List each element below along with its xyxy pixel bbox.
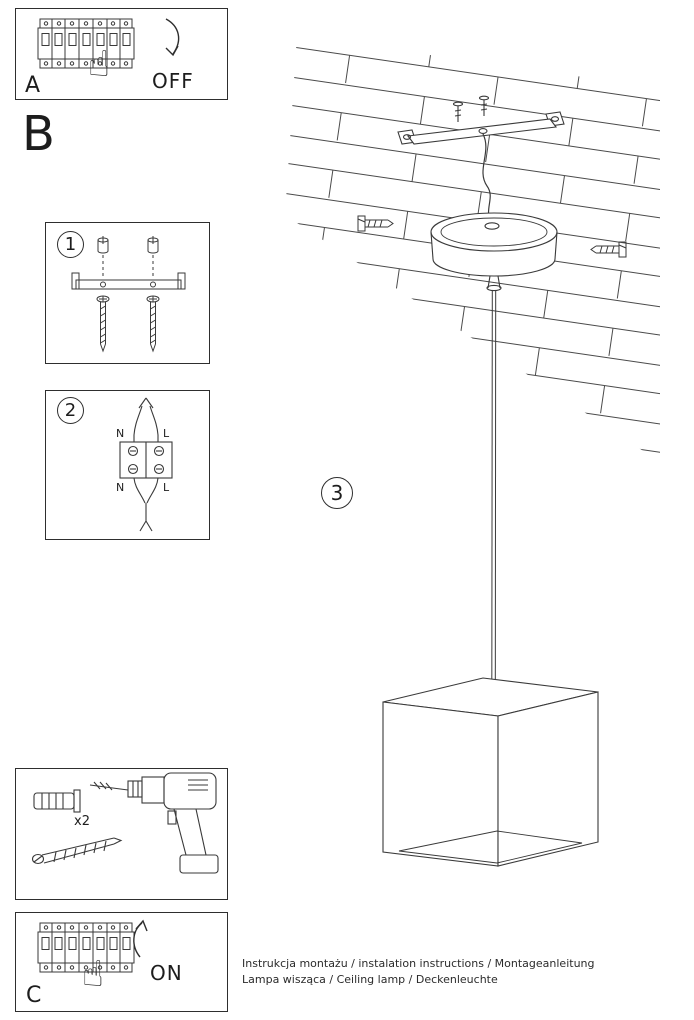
step1-panel: 1 (45, 222, 210, 364)
hardware-panel: x2 (15, 768, 228, 900)
bracket-screws-icon (452, 95, 490, 122)
breaker-panel-icon (37, 919, 148, 973)
main-illustration (285, 36, 660, 867)
wire-n-top-label: N (116, 427, 125, 440)
mounting-bracket-icon (397, 95, 565, 145)
flip-up-arrow-icon (133, 919, 148, 958)
panel-a-label: A (25, 73, 41, 98)
breaker-panel-icon (37, 18, 180, 69)
wiring-diagram-icon (119, 397, 173, 532)
step2-number: 2 (64, 400, 77, 421)
wire-l-top-label: L (163, 427, 170, 440)
footer-line-1: Instrukcja montażu / instalation instruc… (242, 957, 595, 970)
mounting-screw-icon (31, 837, 123, 865)
power-off-label: OFF (152, 69, 194, 93)
canopy-screw-left-icon (357, 215, 394, 232)
panel-c-label: C (26, 983, 42, 1008)
wire-n-bottom-label: N (116, 481, 125, 494)
section-b-label: B (22, 106, 55, 162)
step1-number: 1 (64, 234, 77, 255)
drill-bit-icon (89, 781, 129, 791)
step3-number: 3 (330, 481, 344, 505)
bracket-mounting-icon (71, 236, 186, 353)
step-a-panel: ☝ OFF A (15, 8, 228, 100)
canopy-icon (430, 212, 558, 292)
wall-anchor-icon (33, 789, 81, 813)
power-on-label: ON (150, 961, 183, 985)
cube-shade-icon (382, 677, 599, 867)
flip-down-arrow-icon (165, 18, 180, 57)
footer-caption: Instrukcja montażu / instalation instruc… (242, 956, 595, 988)
wire-l-bottom-label: L (163, 481, 170, 494)
canopy-screw-right-icon (590, 241, 627, 258)
step1-marker: 1 (57, 231, 84, 258)
step-c-panel: ☝ ON C (15, 912, 228, 1012)
step3-marker: 3 (321, 477, 353, 509)
suspension-rod-icon (491, 289, 497, 699)
footer-line-2: Lampa wisząca / Ceiling lamp / Deckenleu… (242, 973, 498, 986)
anchor-count-label: x2 (74, 814, 90, 829)
hand-icon: ☝ (88, 44, 110, 85)
hardware-icons (31, 772, 219, 874)
step2-panel: 2 N L N L (45, 390, 210, 540)
step2-marker: 2 (57, 397, 84, 424)
drill-icon (127, 772, 219, 874)
power-cable-icon (482, 133, 491, 223)
hand-icon: ☝ (82, 954, 104, 995)
